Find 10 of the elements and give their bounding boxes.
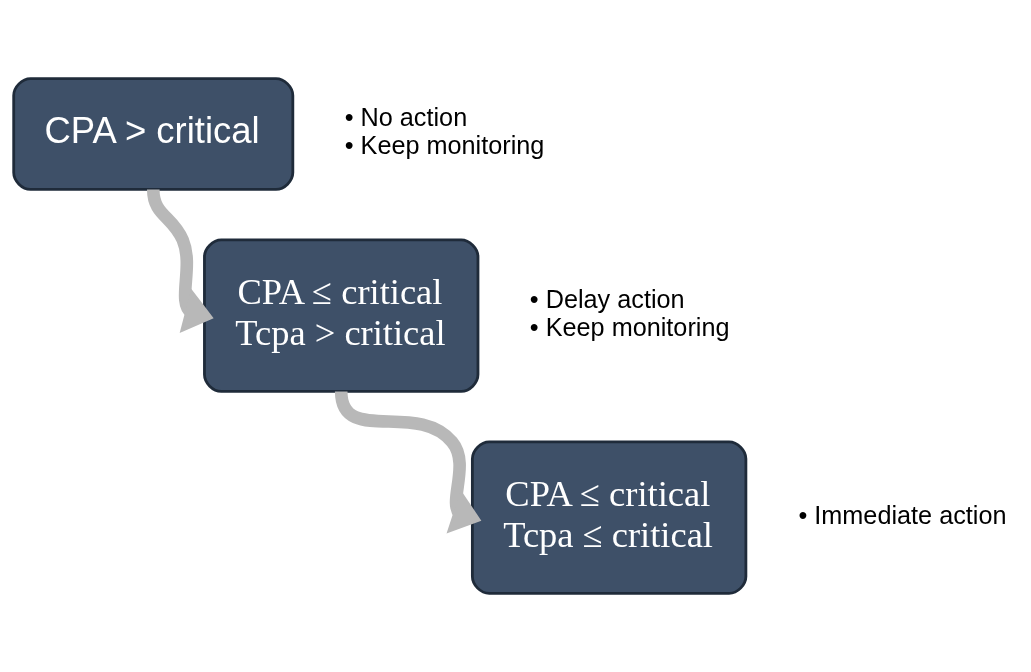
arrow xyxy=(146,189,214,334)
node-label: • Keep monitoring xyxy=(344,131,545,160)
node-box: CPA ≤ critical Tcpa ≤ critical xyxy=(470,440,748,595)
node-box: CPA > critical xyxy=(12,77,295,191)
node-label: • Keep monitoring xyxy=(529,312,730,341)
arrow xyxy=(334,390,482,534)
node-label: • No action xyxy=(344,103,468,132)
node-label: • Delay action xyxy=(529,284,685,313)
node-box: CPA ≤ critical Tcpa > critical xyxy=(203,238,480,393)
node-label: • Immediate action xyxy=(798,500,1007,529)
